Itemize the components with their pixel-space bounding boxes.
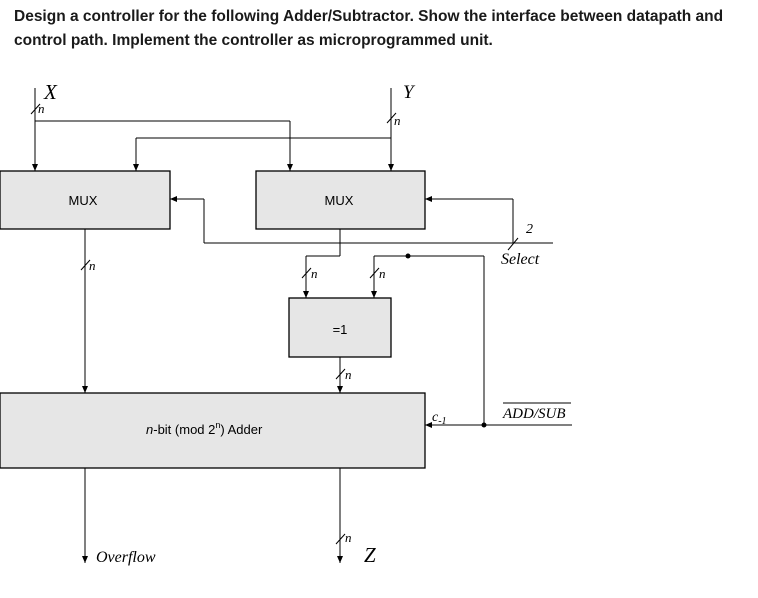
addsub-label: ADD/SUB — [502, 406, 566, 422]
adder-block — [0, 392, 426, 469]
select-label: Select — [501, 251, 540, 268]
left-mux-width-label: n — [89, 258, 96, 273]
y-label: Y — [403, 82, 416, 103]
question-text: Design a controller for the following Ad… — [14, 5, 754, 53]
xor-in-a-width-slash — [301, 267, 312, 279]
x-width-slash — [30, 103, 41, 115]
x-label: X — [43, 80, 58, 104]
xor-in-a-width-label: n — [311, 266, 318, 281]
xor-out-width-slash — [335, 368, 346, 380]
question-line-2: control path. Implement the controller a… — [14, 32, 493, 49]
overflow-label: Overflow — [96, 549, 156, 566]
mux-right-block — [255, 170, 426, 230]
z-label: Z — [364, 543, 376, 567]
mux-right-label: MUX — [325, 193, 354, 208]
y-width-label: n — [394, 113, 401, 128]
mux-left-label: MUX — [69, 193, 98, 208]
xor-block — [288, 297, 392, 358]
adder-label: n-bit (mod 2n) Adder — [146, 420, 263, 437]
xor-label: =1 — [333, 322, 348, 337]
question-line-1: Design a controller for the following Ad… — [14, 8, 724, 25]
select-width-slash — [507, 237, 519, 251]
xor-out-width-label: n — [345, 367, 352, 382]
xor-in-b-width-label: n — [379, 266, 386, 281]
select-width-label: 2 — [526, 222, 533, 237]
z-width-slash — [335, 533, 346, 545]
x-width-label: n — [38, 101, 45, 116]
mux-left-block — [0, 170, 171, 230]
z-width-label: n — [345, 530, 352, 545]
y-width-slash — [386, 112, 397, 124]
carry-label: c-1 — [432, 410, 447, 427]
left-mux-width-slash — [80, 259, 91, 271]
xor-in-b-width-slash — [369, 267, 380, 279]
